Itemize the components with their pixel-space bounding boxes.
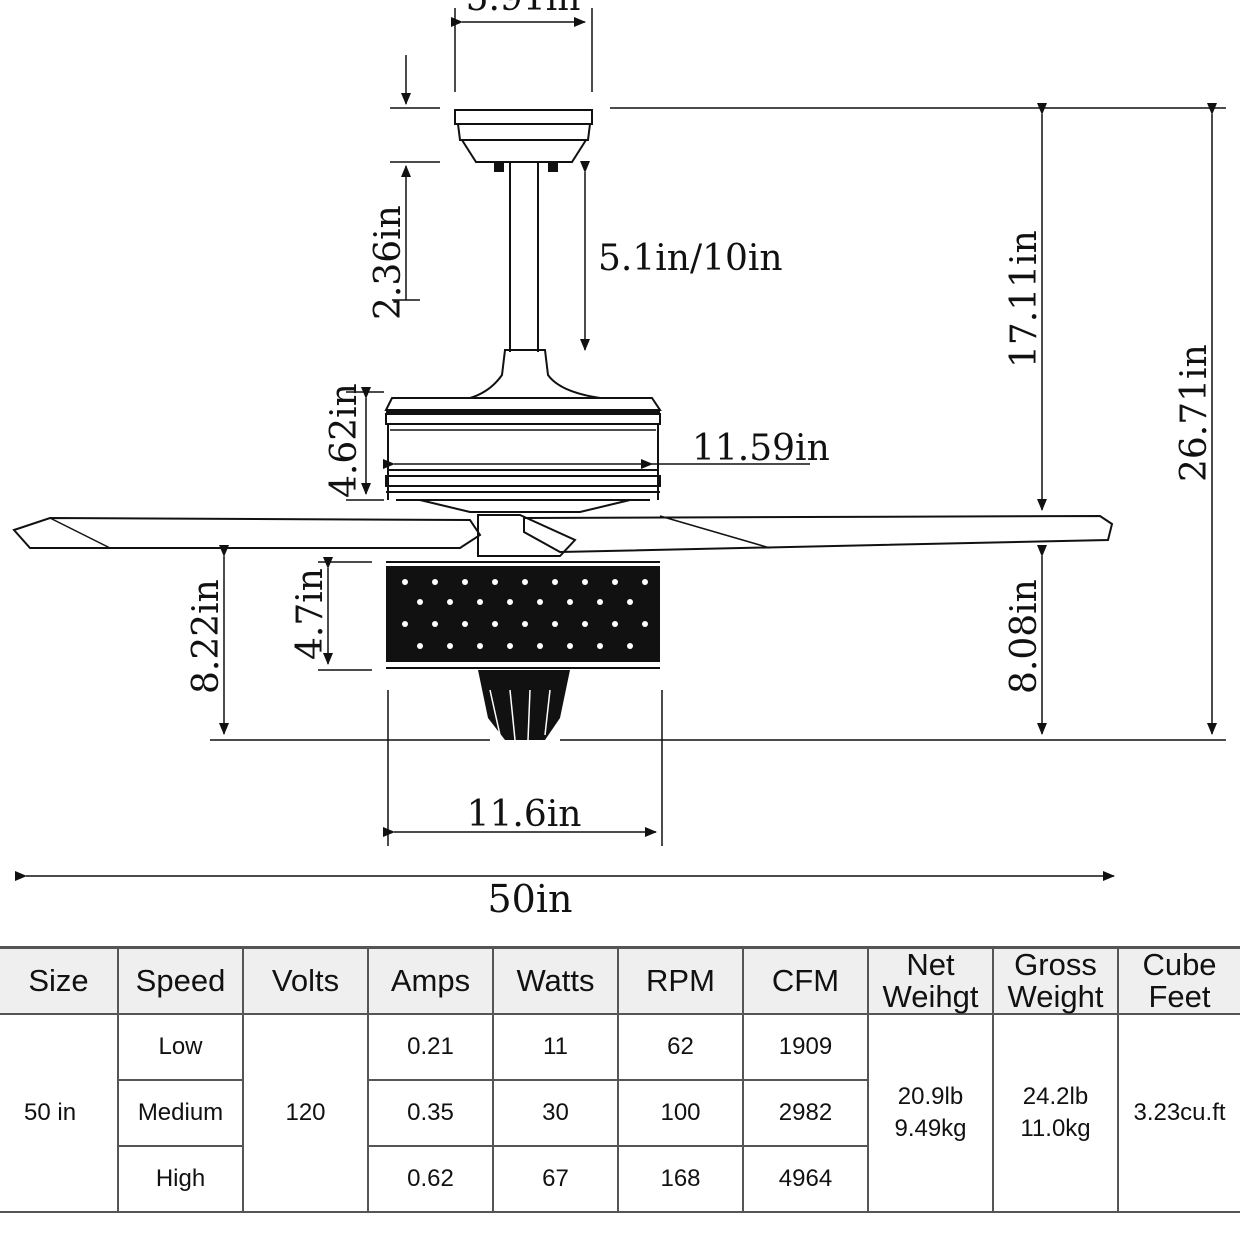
- motor-housing: [384, 349, 662, 513]
- fan-blades: [12, 514, 1114, 557]
- net-weight-kg: 9.49kg: [894, 1115, 967, 1142]
- cell-cfm: 4964: [742, 1145, 869, 1213]
- dim-motor-width: 11.59in: [692, 428, 830, 469]
- header-gross-weight-line2: Weight: [1007, 979, 1104, 1014]
- gross-weight-lb: 24.2lb: [1022, 1083, 1089, 1110]
- dim-total-height: 26.71in: [1174, 344, 1215, 482]
- fan-illustration: [12, 109, 1114, 741]
- cell-rpm: 62: [617, 1013, 744, 1081]
- header-volts: Volts: [242, 946, 369, 1015]
- table-row: Medium 0.35 30 100 2982: [0, 1079, 1240, 1147]
- cell-amps: 0.62: [367, 1145, 494, 1213]
- cell-watts: 30: [492, 1079, 619, 1147]
- cell-cfm: 1909: [742, 1013, 869, 1081]
- dim-blade-to-bottom-left: 8.22in: [186, 579, 227, 694]
- dim-motor-height: 4.62in: [324, 383, 365, 498]
- cell-speed: Low: [117, 1013, 244, 1081]
- dimension-lines: [15, 8, 1226, 881]
- ceiling-fan-dimension-drawing: 5.91in 2.36in 5.1in/10in 4.62in 11.59in …: [12, 0, 1226, 921]
- gross-weight-kg: 11.0kg: [1020, 1115, 1091, 1142]
- dim-height-to-blade: 17.11in: [1004, 230, 1045, 368]
- header-size: Size: [0, 946, 119, 1015]
- cell-amps: 0.21: [367, 1013, 494, 1081]
- light-kit: [386, 561, 660, 741]
- cell-speed: Medium: [118, 1079, 244, 1147]
- cell-watts: 67: [492, 1145, 619, 1213]
- header-gross-weight-line1: Gross: [1014, 947, 1097, 982]
- header-rpm: RPM: [617, 946, 744, 1015]
- cell-volts: 120: [242, 1013, 369, 1213]
- header-cube-feet-line1: Cube: [1142, 947, 1217, 982]
- header-cube-feet-line2: Feet: [1148, 979, 1211, 1014]
- cell-size: 50 in: [0, 1013, 119, 1213]
- cell-cube-feet: 3.23cu.ft: [1117, 1013, 1240, 1213]
- dim-blade-span: 50in: [488, 877, 573, 921]
- dim-blade-to-bottom-right: 8.08in: [1004, 579, 1045, 694]
- cell-gross-weight: 24.2lb 11.0kg: [992, 1013, 1119, 1213]
- cell-rpm: 168: [617, 1145, 744, 1213]
- table-row: 50 in Low 120 0.21 11 62 1909 20.9lb 9.49…: [0, 1013, 1240, 1213]
- canopy: [454, 109, 593, 172]
- cell-watts: 11: [492, 1013, 619, 1081]
- downrod: [509, 162, 539, 352]
- header-amps: Amps: [367, 946, 494, 1015]
- net-weight-lb: 20.9lb: [897, 1083, 964, 1110]
- header-net-weight-line1: Net: [906, 947, 955, 982]
- header-watts: Watts: [492, 946, 619, 1015]
- cell-speed: High: [118, 1145, 244, 1213]
- cell-amps: 0.35: [367, 1079, 494, 1147]
- table-row: High 0.62 67 168 4964: [0, 1145, 1240, 1213]
- cell-cfm: 2982: [742, 1079, 869, 1147]
- dim-canopy-width: 5.91in: [466, 0, 581, 19]
- header-speed: Speed: [117, 946, 244, 1015]
- dim-downrod: 5.1in/10in: [598, 238, 783, 279]
- header-net-weight-line2: Weihgt: [882, 979, 979, 1014]
- dim-light-height: 4.7in: [290, 568, 331, 660]
- cell-rpm: 100: [617, 1079, 744, 1147]
- header-cfm: CFM: [742, 946, 869, 1015]
- dim-light-width: 11.6in: [467, 794, 582, 835]
- cell-net-weight: 20.9lb 9.49kg: [867, 1013, 994, 1213]
- dim-canopy-height: 2.36in: [368, 205, 409, 320]
